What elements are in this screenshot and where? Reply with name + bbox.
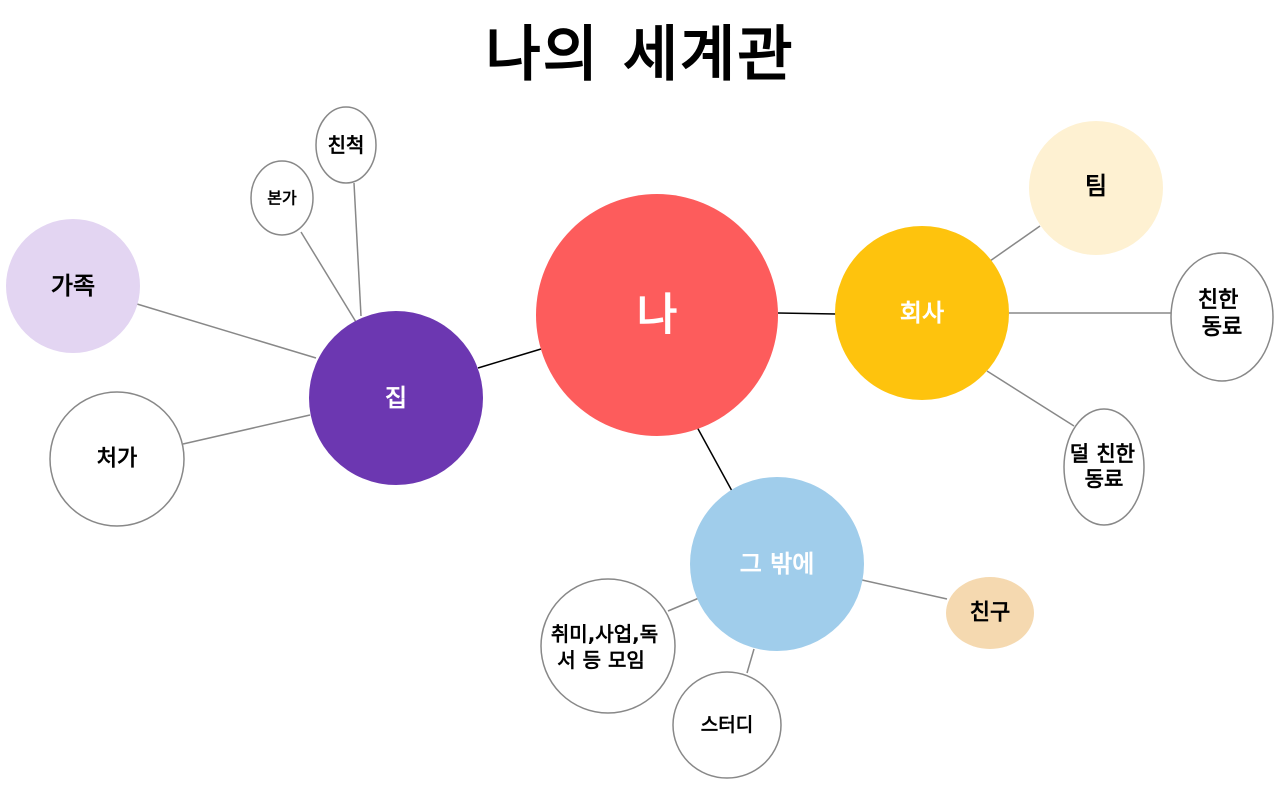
node-meetups-line-2: 서 등 모임: [557, 648, 645, 672]
connector-home-parents-home: [300, 231, 357, 323]
node-friends-circle: [946, 577, 1034, 649]
node-etc-circle: [690, 477, 864, 651]
node-parents-home-circle: [250, 160, 314, 236]
node-less-close-coworkers-line-1: 덜 친한: [1070, 442, 1135, 466]
node-center-circle: [536, 194, 778, 436]
node-less-close-coworkers-line-2: 동료: [1085, 467, 1124, 491]
node-in-laws-circle: [49, 391, 185, 527]
node-parents-home-label: 본가: [267, 189, 297, 208]
node-in-laws-label: 처가: [97, 447, 137, 472]
node-team-label: 팀: [1085, 172, 1107, 200]
node-close-coworkers-label: 친한 동료: [1198, 288, 1246, 340]
connector-home-relatives: [353, 182, 362, 317]
node-parents-home: 본가: [250, 160, 314, 236]
node-meetups: 취미,사업,독 서 등 모임: [540, 578, 676, 714]
node-relatives: 친척: [315, 106, 377, 184]
node-home-circle: [309, 311, 483, 485]
node-etc: 그 밖에: [690, 477, 864, 651]
node-center: 나: [536, 194, 778, 436]
node-close-coworkers-circle: [1170, 252, 1274, 382]
node-meetups-label: 취미,사업,독 서 등 모임: [551, 622, 665, 672]
connector-home-in-laws: [182, 414, 311, 445]
node-team: 팀: [1029, 121, 1163, 255]
connector-etc-study: [746, 648, 755, 674]
page-title: 나의 세계관: [485, 20, 795, 90]
node-friends-label: 친구: [970, 601, 1010, 626]
node-in-laws: 처가: [49, 391, 185, 527]
node-company-label: 회사: [900, 299, 944, 327]
node-less-close-coworkers: 덜 친한 동료: [1063, 408, 1145, 526]
connector-etc-meetups: [667, 597, 700, 612]
connector-home-family: [136, 303, 317, 359]
node-company-circle: [835, 226, 1009, 400]
node-meetups-circle: [540, 578, 676, 714]
node-study-circle: [672, 671, 782, 779]
connector-company-team: [989, 225, 1041, 262]
node-relatives-circle: [315, 106, 377, 184]
connector-center-etc: [696, 426, 733, 492]
node-close-coworkers-line-2: 동료: [1202, 315, 1242, 340]
node-study-label: 스터디: [701, 714, 753, 736]
node-study: 스터디: [672, 671, 782, 779]
connector-center-company: [777, 312, 837, 315]
node-family-label: 가족: [51, 272, 95, 300]
node-close-coworkers-line-1: 친한: [1198, 288, 1238, 313]
connector-etc-friends: [861, 579, 948, 600]
node-meetups-line-1: 취미,사업,독: [551, 622, 658, 646]
node-team-circle: [1029, 121, 1163, 255]
node-family: 가족: [6, 219, 140, 353]
node-less-close-coworkers-circle: [1063, 408, 1145, 526]
node-relatives-label: 친척: [328, 133, 365, 157]
connectors: [136, 182, 1171, 674]
node-family-circle: [6, 219, 140, 353]
node-home: 집: [309, 311, 483, 485]
node-friends: 친구: [946, 577, 1034, 649]
connector-company-less-close: [986, 370, 1075, 427]
node-etc-label: 그 밖에: [740, 550, 815, 578]
connector-center-home: [477, 348, 542, 369]
node-center-label: 나: [637, 290, 677, 341]
node-less-close-coworkers-label: 덜 친한 동료: [1070, 442, 1143, 491]
node-company: 회사: [835, 226, 1009, 400]
node-home-label: 집: [385, 384, 407, 412]
node-close-coworkers: 친한 동료: [1170, 252, 1274, 382]
